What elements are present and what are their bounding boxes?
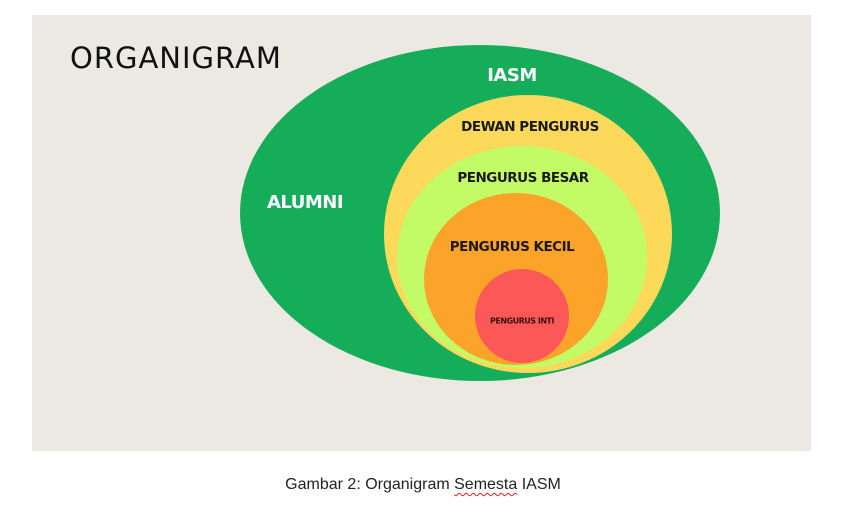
pengurus-besar-label: PENGURUS BESAR [457, 170, 589, 186]
pengurus-inti-label: PENGURUS INTI [490, 317, 554, 326]
pengurus-inti-circle [475, 269, 569, 363]
caption-prefix: Gambar 2: Organigram [285, 476, 455, 493]
caption-misspelled-word[interactable]: Semesta [454, 476, 518, 493]
pengurus-kecil-label: PENGURUS KECIL [450, 239, 575, 255]
figure-caption: Gambar 2: Organigram Semesta IASM [0, 476, 846, 494]
dewan-pengurus-label: DEWAN PENGURUS [461, 119, 599, 135]
caption-suffix: IASM [517, 476, 561, 493]
alumni-label: ALUMNI [267, 192, 343, 213]
diagram-title: ORGANIGRAM [70, 41, 282, 75]
iasm-label: IASM [487, 65, 537, 86]
